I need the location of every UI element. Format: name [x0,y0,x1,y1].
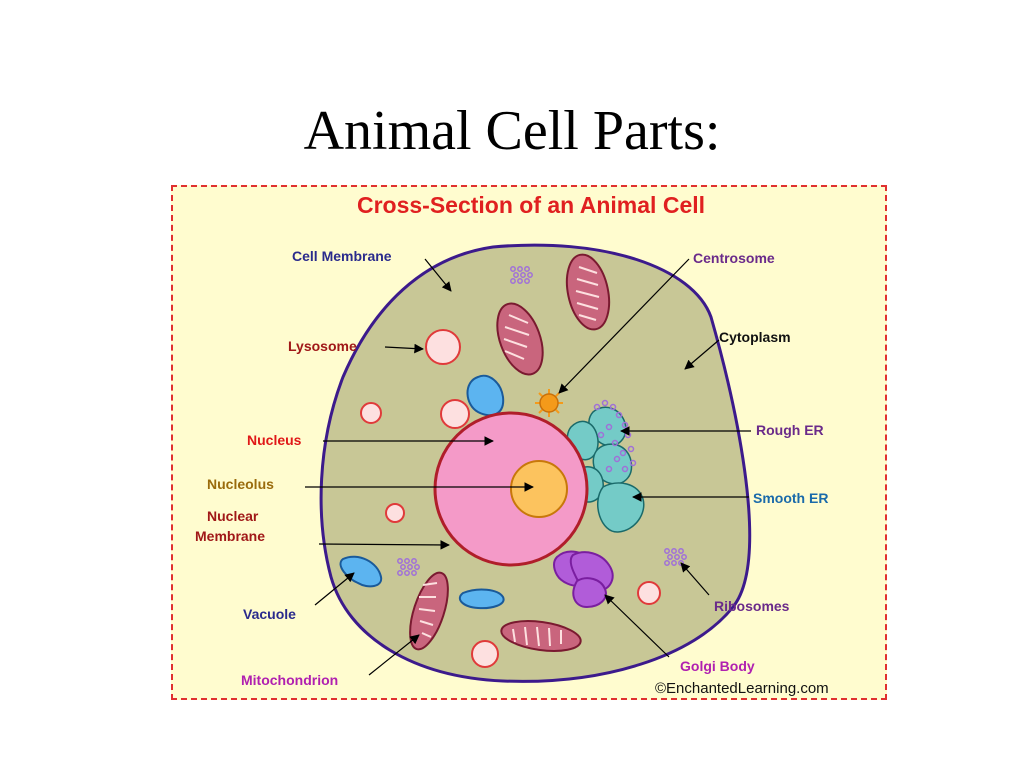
label-nucleus: Nucleus [247,432,302,448]
leader-lines [305,258,751,676]
credit-text: ©EnchantedLearning.com [655,680,829,697]
label-ribosomes: Ribosomes [714,598,790,614]
label-centrosome: Centrosome [693,250,775,266]
label-rough-er: Rough ER [756,422,824,438]
lysosomes [360,329,661,668]
slide-title: Animal Cell Parts: [303,100,721,162]
label-lysosome: Lysosome [288,338,357,354]
golgi-body [553,550,614,609]
label-smooth-er: Smooth ER [753,490,828,506]
cell-diagram-frame: Cross-Section of an Animal Cell [171,185,887,700]
label-nucleolus: Nucleolus [207,476,274,492]
label-mitochondrion: Mitochondrion [241,672,338,688]
cell-diagram: Cross-Section of an Animal Cell [195,192,829,697]
label-golgi-body: Golgi Body [680,658,755,674]
mitochondria [409,253,611,652]
ribosome-clusters [397,266,687,576]
label-vacuole: Vacuole [243,606,296,622]
label-nuclear-membrane-line1: Nuclear [207,508,259,524]
label-nuclear-membrane-line2: Membrane [195,528,265,544]
mitochondria-cristae [418,266,600,647]
diagram-heading: Cross-Section of an Animal Cell [357,192,705,218]
centrosome [535,389,563,417]
label-cell-membrane: Cell Membrane [292,248,392,264]
nucleolus [510,460,568,518]
label-cytoplasm: Cytoplasm [719,329,791,345]
